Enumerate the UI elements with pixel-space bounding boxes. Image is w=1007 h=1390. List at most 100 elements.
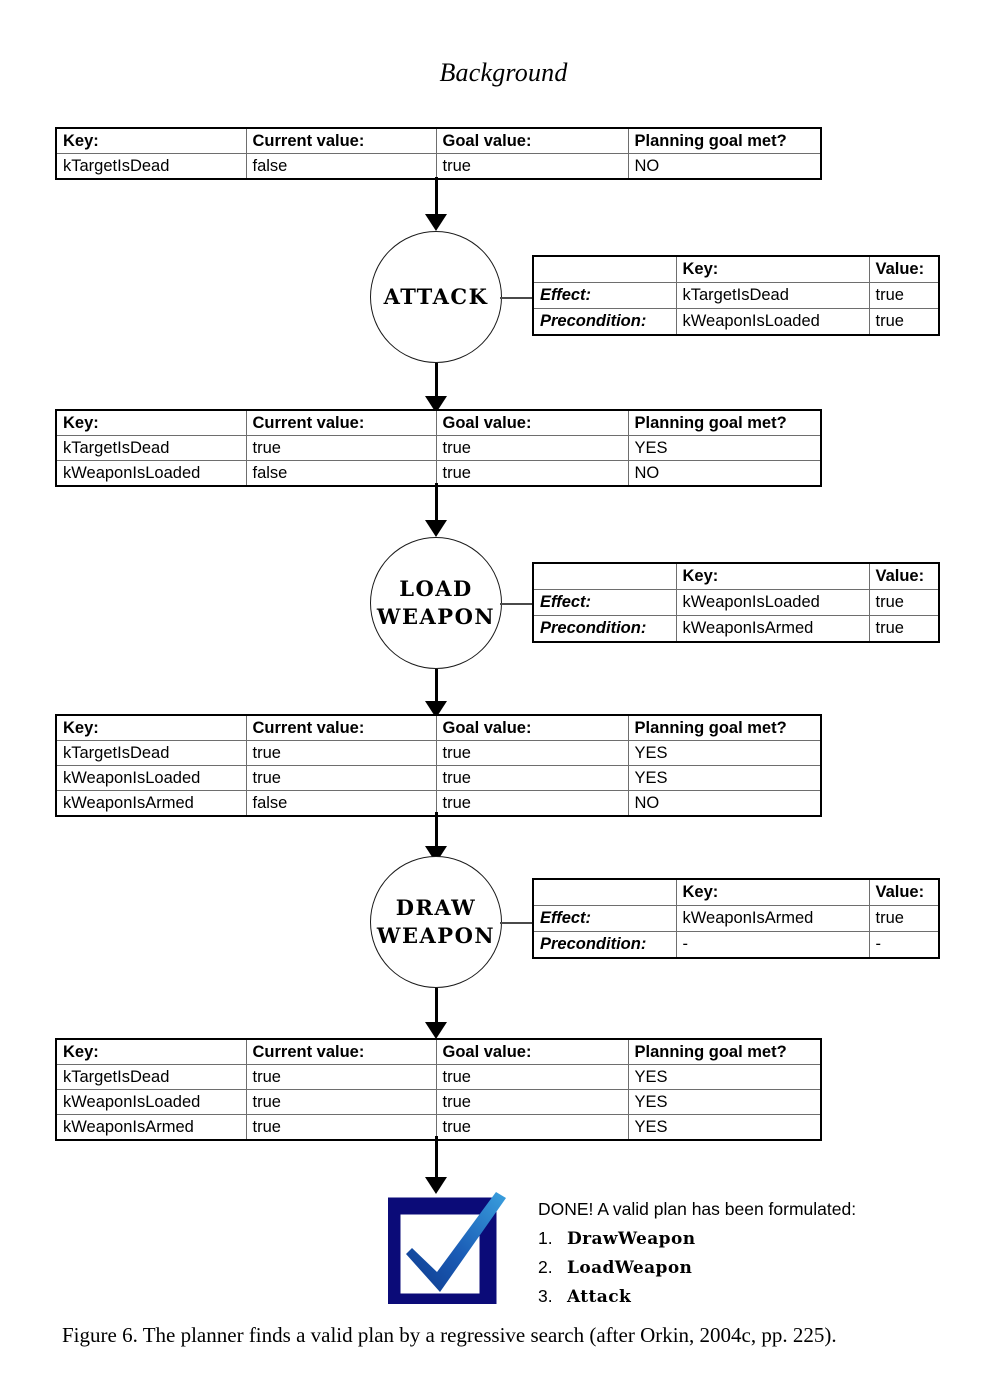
arrow-head-icon: [425, 701, 447, 718]
cell-goal-value: true: [435, 1114, 629, 1141]
cell-effect-key: kWeaponIsLoaded: [675, 589, 870, 616]
column-header-planning-goal-met: Planning goal met?: [627, 714, 822, 741]
column-header-key: Key:: [55, 127, 247, 154]
connector-line: [435, 483, 438, 523]
cell-current-value: true: [245, 1089, 437, 1115]
column-header-value: Value:: [868, 255, 940, 283]
column-header-value: Value:: [868, 562, 940, 590]
table-header-row: Key: Current value: Goal value: Planning…: [55, 409, 822, 436]
table-header-row: Key: Value:: [532, 562, 940, 590]
node-label: LOAD WEAPON: [376, 575, 496, 629]
cell-goal-met: YES: [627, 740, 822, 766]
table-header-row: Key: Current value: Goal value: Planning…: [55, 127, 822, 154]
plan-action-name: Attack: [567, 1287, 632, 1307]
row-label-effect: Effect:: [532, 905, 677, 932]
arrow-head-icon: [425, 520, 447, 537]
cell-current-value: false: [245, 790, 437, 817]
cell-key: kTargetIsDead: [55, 153, 247, 180]
checkmark-icon: [388, 1192, 506, 1304]
node-label: ATTACK: [383, 283, 489, 309]
node-table-connector: [500, 922, 533, 924]
cell-precondition-value: -: [868, 931, 940, 959]
row-label-precondition: Precondition:: [532, 308, 677, 336]
attack-node: ATTACK: [370, 231, 502, 363]
table-row: kWeaponIsArmed true true YES: [55, 1114, 822, 1141]
cell-goal-value: true: [435, 1089, 629, 1115]
cell-goal-met: YES: [627, 1114, 822, 1141]
cell-current-value: true: [245, 435, 437, 461]
done-title: DONE! A valid plan has been formulated:: [538, 1199, 857, 1219]
cell-goal-value: true: [435, 435, 629, 461]
effect-table-load-weapon: Key: Value: Effect: kWeaponIsLoaded true…: [532, 562, 940, 643]
connector-line: [435, 988, 438, 1028]
cell-precondition-key: kWeaponIsArmed: [675, 615, 870, 643]
connector-line: [435, 812, 438, 850]
cell-goal-value: true: [435, 153, 629, 180]
plan-list: 1. DrawWeapon 2. LoadWeapon 3. Attack: [538, 1228, 695, 1315]
table-row-effect: Effect: kWeaponIsLoaded true: [532, 589, 940, 616]
draw-weapon-node: DRAW WEAPON: [370, 856, 502, 988]
state-table-initial: Key: Current value: Goal value: Planning…: [55, 127, 822, 180]
cell-key: kWeaponIsLoaded: [55, 1089, 247, 1115]
column-header-blank: [532, 562, 677, 590]
row-label-precondition: Precondition:: [532, 931, 677, 959]
column-header-key: Key:: [675, 878, 870, 906]
load-weapon-node: LOAD WEAPON: [370, 537, 502, 669]
cell-goal-met: NO: [627, 460, 822, 487]
cell-current-value: false: [245, 460, 437, 487]
figure-caption: Figure 6. The planner finds a valid plan…: [62, 1323, 837, 1347]
page-title: Background: [439, 58, 568, 87]
column-header-current-value: Current value:: [245, 409, 437, 436]
column-header-goal-value: Goal value:: [435, 1038, 629, 1065]
cell-key: kTargetIsDead: [55, 1064, 247, 1090]
cell-key: kWeaponIsLoaded: [55, 460, 247, 487]
column-header-current-value: Current value:: [245, 714, 437, 741]
column-header-key: Key:: [55, 409, 247, 436]
cell-effect-key: kWeaponIsArmed: [675, 905, 870, 932]
cell-key: kWeaponIsArmed: [55, 1114, 247, 1141]
table-row: kTargetIsDead false true NO: [55, 153, 822, 180]
column-header-key: Key:: [55, 714, 247, 741]
table-row: kTargetIsDead true true YES: [55, 435, 822, 461]
cell-effect-value: true: [868, 282, 940, 309]
cell-current-value: true: [245, 765, 437, 791]
table-row-precondition: Precondition: kWeaponIsLoaded true: [532, 308, 940, 336]
column-header-key: Key:: [675, 255, 870, 283]
connector-line: [435, 363, 438, 404]
column-header-blank: [532, 255, 677, 283]
table-row-precondition: Precondition: - -: [532, 931, 940, 959]
table-row-effect: Effect: kTargetIsDead true: [532, 282, 940, 309]
table-header-row: Key: Current value: Goal value: Planning…: [55, 714, 822, 741]
cell-precondition-key: -: [675, 931, 870, 959]
table-header-row: Key: Value:: [532, 255, 940, 283]
node-table-connector: [500, 603, 533, 605]
state-table-final: Key: Current value: Goal value: Planning…: [55, 1038, 822, 1141]
column-header-blank: [532, 878, 677, 906]
cell-key: kWeaponIsArmed: [55, 790, 247, 817]
cell-goal-met: YES: [627, 1064, 822, 1090]
cell-effect-value: true: [868, 589, 940, 616]
effect-table-draw-weapon: Key: Value: Effect: kWeaponIsArmed true …: [532, 878, 940, 959]
column-header-goal-value: Goal value:: [435, 714, 629, 741]
column-header-planning-goal-met: Planning goal met?: [627, 127, 822, 154]
table-header-row: Key: Value:: [532, 878, 940, 906]
cell-goal-value: true: [435, 460, 629, 487]
node-table-connector: [500, 297, 533, 299]
connector-line: [435, 177, 438, 217]
list-item: 2. LoadWeapon: [538, 1257, 695, 1286]
cell-effect-key: kTargetIsDead: [675, 282, 870, 309]
arrow-head-icon: [425, 214, 447, 231]
cell-key: kTargetIsDead: [55, 740, 247, 766]
column-header-current-value: Current value:: [245, 1038, 437, 1065]
arrow-head-icon: [425, 1022, 447, 1039]
connector-line: [435, 1136, 438, 1181]
arrow-head-icon: [425, 1177, 447, 1194]
cell-goal-value: true: [435, 1064, 629, 1090]
plan-action-name: LoadWeapon: [567, 1258, 693, 1278]
table-row: kWeaponIsLoaded true true YES: [55, 765, 822, 791]
list-item: 3. Attack: [538, 1286, 695, 1315]
table-row: kTargetIsDead true true YES: [55, 740, 822, 766]
table-row-precondition: Precondition: kWeaponIsArmed true: [532, 615, 940, 643]
cell-goal-value: true: [435, 790, 629, 817]
